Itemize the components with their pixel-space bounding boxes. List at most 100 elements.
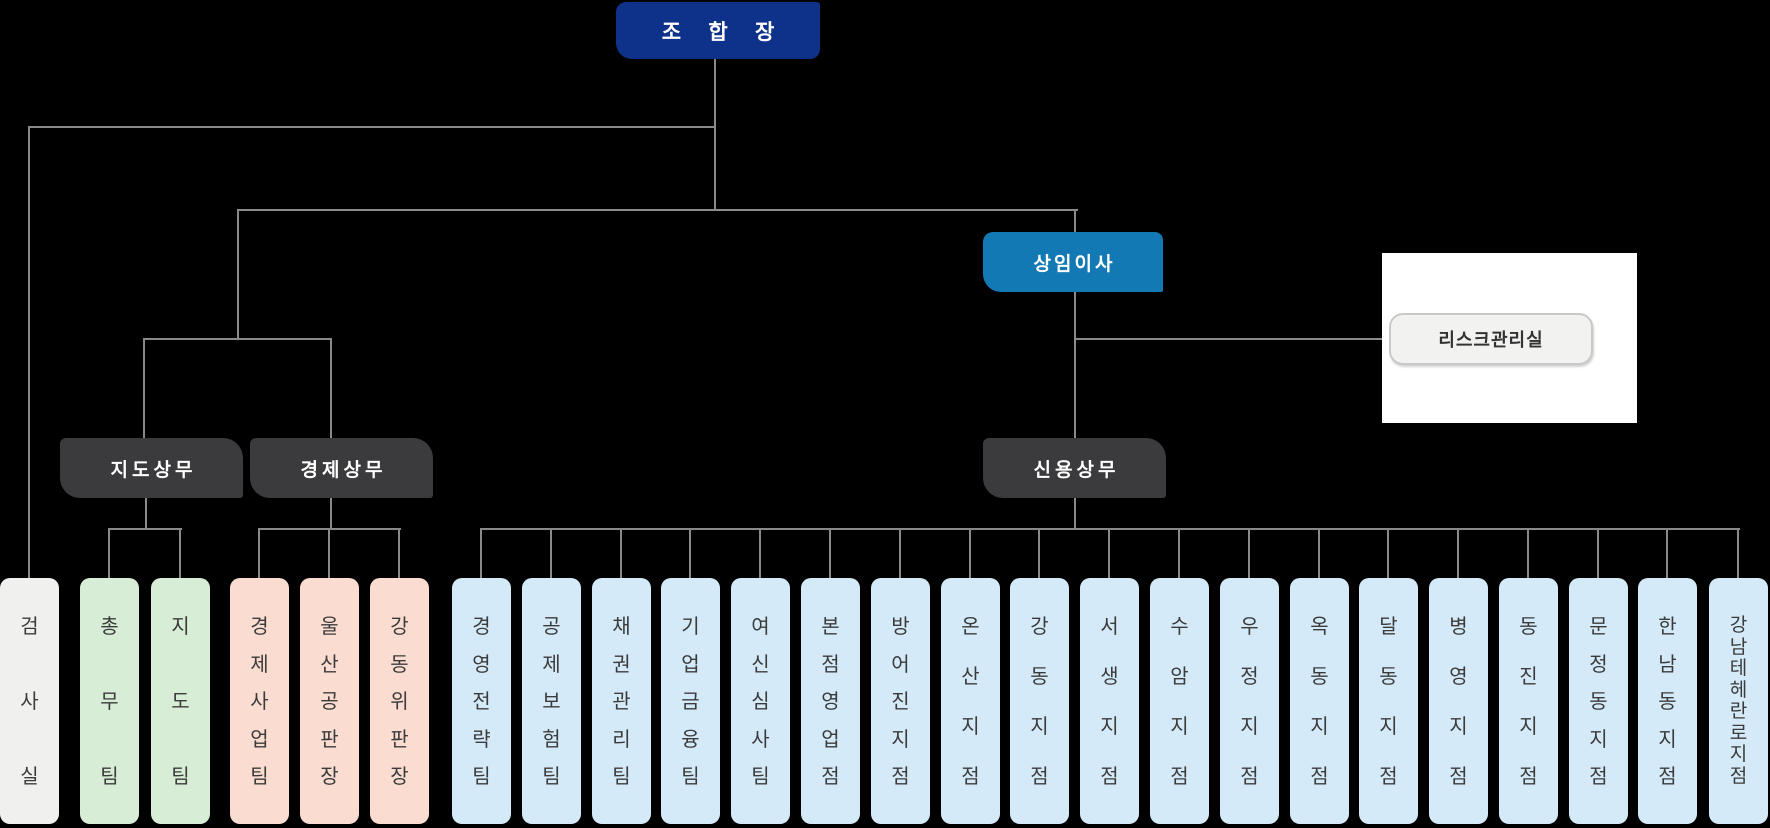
connector-line [259, 528, 401, 530]
connector-line [108, 528, 110, 578]
connector-line [1597, 528, 1599, 578]
connector-line [481, 528, 1740, 530]
connector-line [237, 209, 239, 340]
director-box-2: 경제상무 [250, 438, 433, 498]
connector-line [1108, 528, 1110, 578]
connector-line [28, 126, 30, 578]
connector-line [258, 528, 260, 578]
connector-line [1457, 528, 1459, 578]
connector-line [1248, 528, 1250, 578]
connector-line [145, 498, 147, 530]
connector-line [1074, 209, 1076, 529]
connector-line [143, 338, 145, 438]
connector-line [829, 528, 831, 578]
connector-line [1737, 528, 1739, 578]
risk-office-box: 리스크관리실 [1389, 313, 1593, 365]
connector-line [179, 528, 181, 578]
connector-line [1318, 528, 1320, 578]
director-box-3: 신용상무 [983, 438, 1166, 498]
executive-director-box: 상임이사 [983, 232, 1163, 292]
connector-line [398, 528, 400, 578]
connector-line [330, 498, 332, 530]
chairman-box: 조 합 장 [616, 2, 820, 59]
connector-line [1387, 528, 1389, 578]
connector-line [1527, 528, 1529, 578]
connector-line [480, 528, 482, 578]
connector-line [969, 528, 971, 578]
connector-line [1074, 338, 1385, 340]
connector-line [689, 528, 691, 578]
connector-line [1178, 528, 1180, 578]
connector-line [28, 126, 716, 128]
director-label: 신용상무 [1033, 458, 1120, 481]
connector-line [759, 528, 761, 578]
chairman-label: 조 합 장 [661, 19, 785, 44]
connector-line [1038, 528, 1040, 578]
connector-line [620, 528, 622, 578]
connector-line [550, 528, 552, 578]
connector-line [237, 209, 1078, 211]
connector-line [143, 338, 332, 340]
connector-line [109, 528, 182, 530]
director-label: 지도상무 [110, 458, 197, 481]
risk-office-label: 리스크관리실 [1438, 330, 1544, 351]
director-box-1: 지도상무 [60, 438, 243, 498]
director-label: 경제상무 [300, 458, 387, 481]
connector-line [714, 57, 716, 211]
connector-line [328, 528, 330, 578]
connector-line [330, 338, 332, 438]
connector-line [1666, 528, 1668, 578]
executive-director-label: 상임이사 [1033, 252, 1116, 275]
